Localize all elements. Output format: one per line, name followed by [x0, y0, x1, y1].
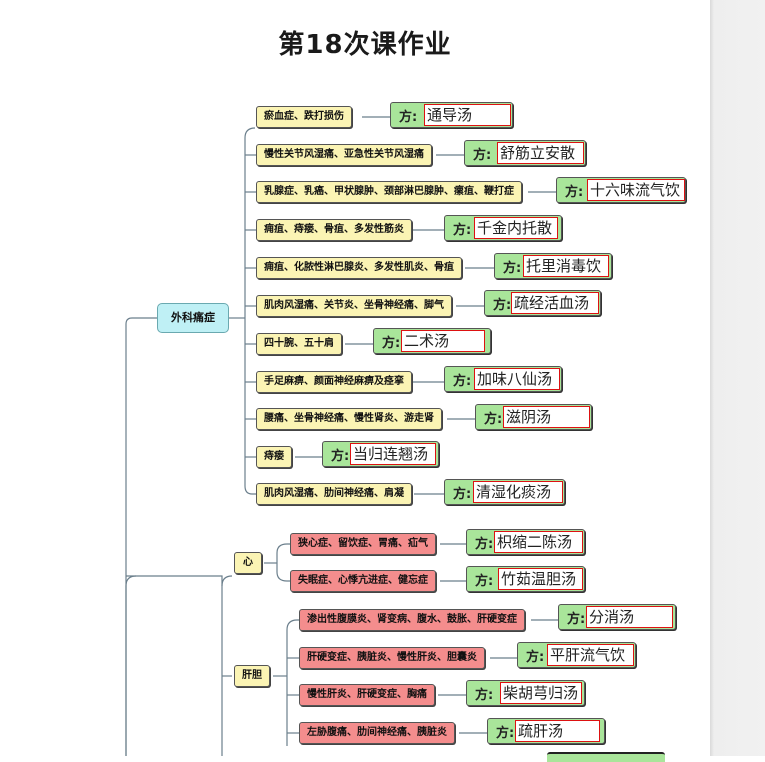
fang-label: 方: [565, 185, 584, 200]
formula-node[interactable]: 方: 疏肝汤 [487, 718, 605, 744]
fang-label: 方: [331, 449, 350, 464]
formula-node[interactable]: 方: 二术汤 [373, 328, 491, 354]
formula-value[interactable]: 疏经活血汤 [511, 292, 599, 314]
formula-value[interactable]: 当归连翘汤 [350, 443, 436, 465]
symptom-node[interactable]: 四十腕、五十肩 [256, 333, 342, 355]
formula-node[interactable]: 方: 柴胡芎归汤 [466, 680, 585, 706]
formula-node[interactable]: 方: 舒筋立安散 [464, 140, 586, 166]
formula-value[interactable]: 疏肝汤 [515, 720, 600, 742]
formula-node[interactable]: 方: 千金内托散 [444, 215, 562, 241]
symptom-node[interactable]: 左胁腹痛、肋间神经痛、胰脏炎 [299, 722, 455, 744]
root-node-waike[interactable]: 外科痛症 [157, 303, 229, 333]
fang-label: 方: [382, 336, 401, 351]
fang-label: 方: [399, 110, 418, 125]
symptom-node[interactable]: 手足麻痹、颜面神经麻痹及痉挛 [256, 371, 412, 393]
fang-label: 方: [526, 650, 545, 665]
formula-node[interactable]: 方: 竹茹温胆汤 [466, 566, 585, 592]
fang-label: 方: [567, 612, 586, 627]
formula-node[interactable]: 方: 当归连翘汤 [322, 441, 439, 467]
fang-label: 方: [453, 223, 472, 238]
symptom-node[interactable]: 肌肉风湿痛、关节炎、坐骨神经痛、脚气 [256, 295, 452, 317]
symptom-node[interactable]: 肝硬变症、胰脏炎、慢性肝炎、胆囊炎 [299, 647, 485, 669]
formula-value[interactable]: 通导汤 [424, 104, 511, 126]
formula-value[interactable]: 舒筋立安散 [497, 142, 584, 164]
symptom-node[interactable]: 慢性肝炎、肝硬变症、胸痛 [299, 684, 435, 706]
formula-node[interactable]: 方: 清湿化痰汤 [444, 479, 565, 505]
formula-node[interactable]: 方: 枳缩二陈汤 [466, 529, 585, 555]
formula-node[interactable]: 方: 加味八仙汤 [444, 366, 562, 392]
formula-value[interactable]: 分消汤 [586, 606, 673, 628]
symptom-node[interactable]: 痈疽、痔瘘、骨疽、多发性筋炎 [256, 219, 412, 241]
formula-value[interactable]: 滋阴汤 [503, 406, 590, 428]
formula-value[interactable]: 竹茹温胆汤 [498, 568, 583, 590]
formula-node[interactable]: 方: 滋阴汤 [475, 404, 592, 430]
symptom-node[interactable]: 乳腺症、乳癌、甲状腺肿、颈部淋巴腺肿、瘰疽、鞭打症 [256, 181, 522, 203]
fang-label: 方: [475, 537, 494, 552]
fang-label: 方: [473, 148, 492, 163]
symptom-node[interactable]: 痈疽、化脓性淋巴腺炎、多发性肌炎、骨疽 [256, 257, 462, 279]
formula-value[interactable]: 十六味流气饮 [587, 179, 685, 201]
category-node-xin[interactable]: 心 [234, 552, 262, 574]
formula-node[interactable]: 方: 通导汤 [390, 102, 513, 128]
category-node-gandan[interactable]: 肝胆 [234, 665, 270, 687]
formula-value[interactable]: 千金内托散 [474, 217, 558, 239]
fang-label: 方: [493, 298, 512, 313]
formula-node[interactable]: 方: 分消汤 [558, 604, 676, 630]
symptom-node[interactable]: 慢性关节风湿痛、亚急性关节风湿痛 [256, 144, 432, 166]
formula-node[interactable]: 方: 十六味流气饮 [556, 177, 686, 203]
symptom-node[interactable]: 肌肉风湿痛、肋间神经痛、肩凝 [256, 483, 412, 505]
formula-node[interactable]: 方: 疏经活血汤 [484, 290, 601, 316]
symptom-node[interactable]: 渗出性腹膜炎、肾变病、腹水、鼓胀、肝硬变症 [299, 609, 525, 631]
formula-value[interactable]: 枳缩二陈汤 [494, 531, 583, 553]
scrollbar-track[interactable] [710, 0, 765, 756]
symptom-node[interactable]: 瘀血症、跌打损伤 [256, 106, 352, 128]
fang-label: 方: [475, 688, 494, 703]
formula-value[interactable]: 托里消毒饮 [523, 255, 609, 277]
symptom-node[interactable]: 狭心症、留饮症、胃痛、疝气 [290, 533, 436, 555]
fang-label: 方: [453, 487, 472, 502]
connector-lines [125, 116, 558, 756]
fang-label: 方: [496, 726, 515, 741]
formula-value[interactable]: 清湿化痰汤 [473, 481, 563, 503]
formula-value[interactable]: 平肝流气饮 [547, 644, 634, 666]
fang-label: 方: [503, 261, 522, 276]
symptom-node[interactable]: 腰痛、坐骨神经痛、慢性肾炎、游走肾 [256, 408, 442, 430]
formula-value[interactable]: 二术汤 [401, 330, 485, 352]
formula-node[interactable]: 方: 托里消毒饮 [494, 253, 612, 279]
formula-node[interactable]: 方: 平肝流气饮 [517, 642, 636, 668]
symptom-node[interactable]: 痔瘘 [256, 446, 292, 468]
formula-value[interactable]: 加味八仙汤 [474, 368, 560, 390]
fang-label: 方: [475, 574, 494, 589]
symptom-node[interactable]: 失眠症、心悸亢进症、健忘症 [290, 570, 436, 592]
formula-value[interactable]: 柴胡芎归汤 [500, 682, 582, 704]
fang-label: 方: [453, 374, 472, 389]
fang-label: 方: [484, 412, 503, 427]
formula-node-partial [547, 752, 665, 762]
page-title: 第18次课作业 [278, 30, 452, 60]
